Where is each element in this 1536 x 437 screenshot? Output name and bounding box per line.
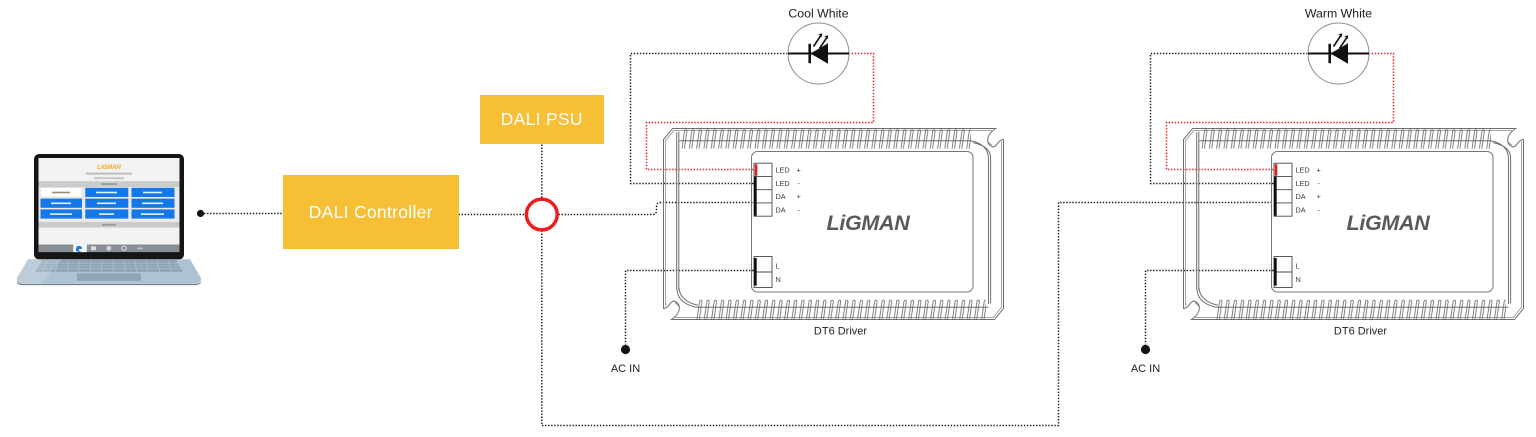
svg-text:LED+: LED+ bbox=[776, 165, 801, 174]
junction-circle bbox=[524, 197, 559, 232]
driver-ribs-top bbox=[681, 129, 971, 149]
svg-text:DA+: DA+ bbox=[1296, 192, 1321, 201]
led-label: Cool White bbox=[788, 7, 848, 21]
driver-ribs-bottom bbox=[1216, 299, 1506, 319]
svg-text:DA-: DA- bbox=[1296, 206, 1321, 215]
driver-terminal-block-mains: L N bbox=[1273, 256, 1301, 288]
laptop-base-rim bbox=[16, 279, 202, 286]
screen-text-line bbox=[86, 172, 132, 175]
svg-text:LED+: LED+ bbox=[1296, 165, 1321, 174]
led-emission-arrows bbox=[812, 33, 829, 49]
wiring bbox=[196, 52, 1395, 427]
ac-in-dot-2 bbox=[1140, 344, 1151, 355]
svg-text:N: N bbox=[776, 275, 781, 284]
driver-caption: DT6 Driver bbox=[1334, 326, 1388, 338]
svg-text:LED-: LED- bbox=[776, 179, 801, 188]
screen-band-text bbox=[101, 183, 117, 185]
wire-driver2-ac bbox=[1144, 269, 1274, 345]
ac-in-label-2: AC IN bbox=[1131, 363, 1160, 375]
svg-text:L: L bbox=[776, 262, 780, 271]
svg-text:DA-: DA- bbox=[776, 206, 801, 215]
dali-controller-box: DALI Controller bbox=[283, 175, 459, 249]
terminal-wire-black bbox=[1273, 176, 1277, 216]
driver-flange-right bbox=[970, 140, 992, 304]
led-symbol-cool-white: Cool White bbox=[787, 7, 850, 85]
dali-psu-label: DALI PSU bbox=[500, 108, 583, 129]
terminal-wire-red bbox=[754, 164, 758, 176]
driver-2: LED+ LED- DA+ DA- L N LiGMAN DT6 Driver bbox=[1183, 128, 1524, 338]
taskbar-icon bbox=[91, 246, 96, 251]
ac-in-dot-1 bbox=[620, 344, 631, 355]
laptop-screen-logo: LiGMAN bbox=[97, 165, 121, 171]
screen-button-grid bbox=[40, 187, 175, 219]
driver-panel bbox=[751, 151, 974, 293]
driver-terminal-block-output: LED+ LED- DA+ DA- bbox=[753, 162, 801, 217]
screen-text-line bbox=[94, 177, 124, 180]
svg-text:N: N bbox=[1296, 275, 1301, 284]
svg-text:LED-: LED- bbox=[1296, 179, 1321, 188]
driver-caption: DT6 Driver bbox=[814, 326, 868, 338]
wire-driver1-ac bbox=[624, 269, 754, 345]
driver-logo: LiGMAN bbox=[827, 211, 911, 235]
laptop-connection-dot bbox=[196, 209, 205, 218]
dali-psu-box: DALI PSU bbox=[480, 94, 604, 144]
laptop-deck-reflection bbox=[16, 259, 62, 284]
driver-panel bbox=[1271, 151, 1494, 293]
driver-case-outline bbox=[663, 128, 1004, 320]
laptop-illustration: LiGMAN bbox=[16, 154, 202, 286]
driver-ribs-bottom bbox=[696, 299, 986, 319]
terminal-wire-red bbox=[1274, 164, 1278, 176]
screen-band-text bbox=[102, 223, 116, 226]
led-emission-arrows bbox=[1332, 33, 1349, 49]
svg-text:L: L bbox=[1296, 262, 1300, 271]
led-symbol-warm-white: Warm White bbox=[1305, 7, 1372, 85]
taskbar-icon bbox=[121, 245, 127, 252]
driver-ribs-top bbox=[1201, 129, 1491, 149]
led-triangle bbox=[810, 43, 828, 64]
driver-logo: LiGMAN bbox=[1347, 211, 1431, 235]
wire-driver2-led-minus bbox=[1149, 52, 1307, 185]
driver-flange-left bbox=[676, 131, 699, 308]
driver-case-outline bbox=[1183, 128, 1524, 320]
driver-terminal-block-output: LED+ LED- DA+ DA- bbox=[1273, 162, 1321, 217]
screen-taskbar bbox=[38, 244, 180, 253]
dali-controller-label: DALI Controller bbox=[308, 201, 433, 222]
terminal-wire-black bbox=[753, 176, 757, 216]
browser-icon bbox=[75, 245, 83, 252]
led-triangle bbox=[1330, 43, 1348, 64]
driver-terminal-block-mains: L N bbox=[753, 256, 781, 288]
led-label: Warm White bbox=[1305, 7, 1372, 21]
terminal-wire-black bbox=[753, 258, 757, 286]
laptop-trackpad bbox=[77, 273, 141, 281]
svg-text:DA+: DA+ bbox=[776, 192, 801, 201]
wire-driver1-led-minus bbox=[629, 52, 787, 185]
driver-1: LED+ LED- DA+ DA- L N LiGMAN DT6 Driver bbox=[663, 128, 1004, 338]
keyboard-key-lines bbox=[35, 260, 183, 272]
taskbar-icon bbox=[106, 245, 112, 251]
wire-dali-bus-to-driver2 bbox=[541, 201, 1274, 427]
ac-in-label-1: AC IN bbox=[611, 363, 640, 375]
driver-flange-left bbox=[1196, 131, 1219, 308]
terminal-wire-black bbox=[1273, 258, 1277, 286]
driver-flange-right bbox=[1490, 140, 1512, 304]
wire-junction-to-driver1-dali bbox=[558, 201, 754, 216]
taskbar-icon bbox=[137, 247, 143, 250]
